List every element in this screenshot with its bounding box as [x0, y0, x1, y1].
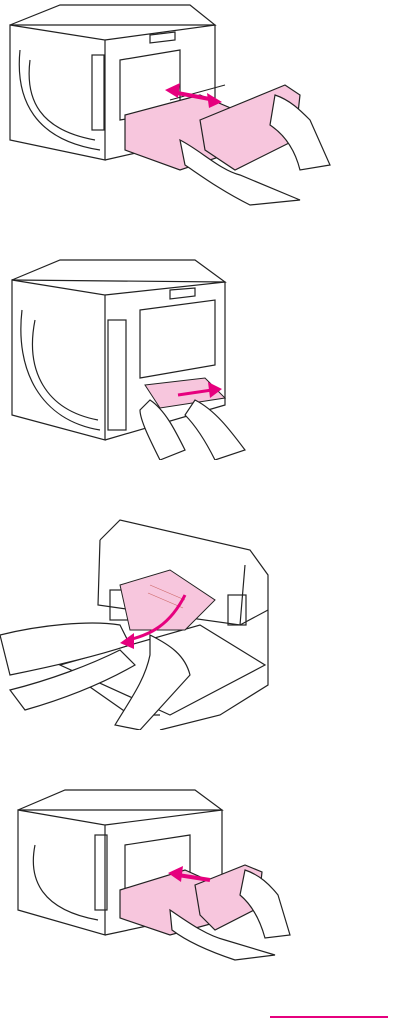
figure-pull-jammed-paper [0, 250, 402, 460]
figure-remove-duplexer [0, 0, 402, 210]
printer-illustration-1 [0, 0, 402, 210]
figure-reinsert-duplexer [0, 770, 402, 970]
figure-remove-paper-duplexer [0, 515, 402, 730]
footer-link-rule[interactable] [270, 1016, 388, 1018]
printer-illustration-2 [0, 250, 402, 460]
printer-illustration-4 [0, 770, 402, 970]
duplexer-illustration [0, 515, 402, 730]
hands [140, 400, 245, 460]
